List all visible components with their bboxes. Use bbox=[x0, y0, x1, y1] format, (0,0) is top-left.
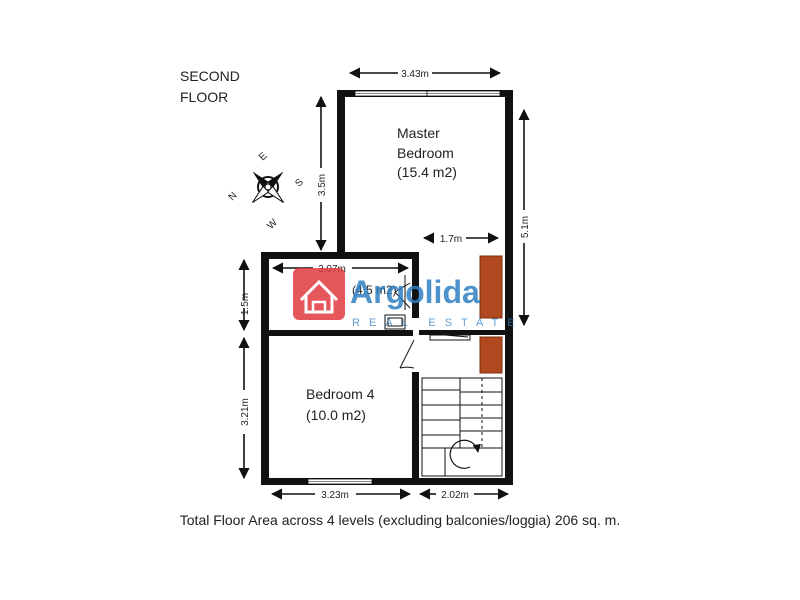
floor-title-line2: FLOOR bbox=[180, 89, 228, 105]
dim-bottom-right-width: 2.02m bbox=[441, 490, 469, 501]
wardrobe-upper bbox=[479, 255, 503, 319]
argolida-logo: Argolida REAL ESTATE bbox=[293, 268, 524, 329]
bedroom4-label: Bedroom 4 bbox=[306, 386, 375, 402]
dim-right-height: 5.1m bbox=[520, 216, 531, 238]
dim-bathroom-height: 1.5m bbox=[240, 293, 251, 315]
wardrobe-lower bbox=[479, 336, 503, 374]
master-bedroom-label-1: Master bbox=[397, 125, 440, 141]
staircase bbox=[421, 377, 503, 477]
floor-title-line1: SECOND bbox=[180, 68, 240, 84]
dimension-lines bbox=[238, 67, 530, 500]
bathroom-area: (4.5 m2) bbox=[352, 283, 397, 297]
dim-top-width: 3.43m bbox=[401, 69, 429, 80]
bedroom4-area: (10.0 m2) bbox=[306, 407, 366, 423]
total-floor-area-note: Total Floor Area across 4 levels (exclud… bbox=[179, 512, 621, 528]
window-master bbox=[354, 90, 501, 97]
door-bedroom4 bbox=[399, 339, 415, 369]
bathroom-fixtures bbox=[384, 275, 471, 341]
compass-icon bbox=[252, 171, 284, 203]
compass-e: E bbox=[257, 150, 270, 163]
compass-n: N bbox=[227, 190, 240, 203]
master-bedroom-label-2: Bedroom bbox=[397, 145, 454, 161]
dim-master-height: 3.5m bbox=[317, 174, 328, 196]
logo-brand: Argolida bbox=[350, 274, 480, 310]
window-bedroom4 bbox=[307, 478, 373, 485]
master-bedroom-area: (15.4 m2) bbox=[397, 164, 457, 180]
door-master bbox=[421, 332, 469, 338]
dim-bedroom4-height: 3.21m bbox=[240, 398, 251, 426]
dim-bottom-left-width: 3.23m bbox=[321, 490, 349, 501]
dim-closet-width: 1.7m bbox=[440, 234, 462, 245]
logo-sub: REAL ESTATE bbox=[352, 317, 524, 329]
compass-s: S bbox=[293, 177, 306, 190]
compass-w: W bbox=[265, 217, 280, 232]
